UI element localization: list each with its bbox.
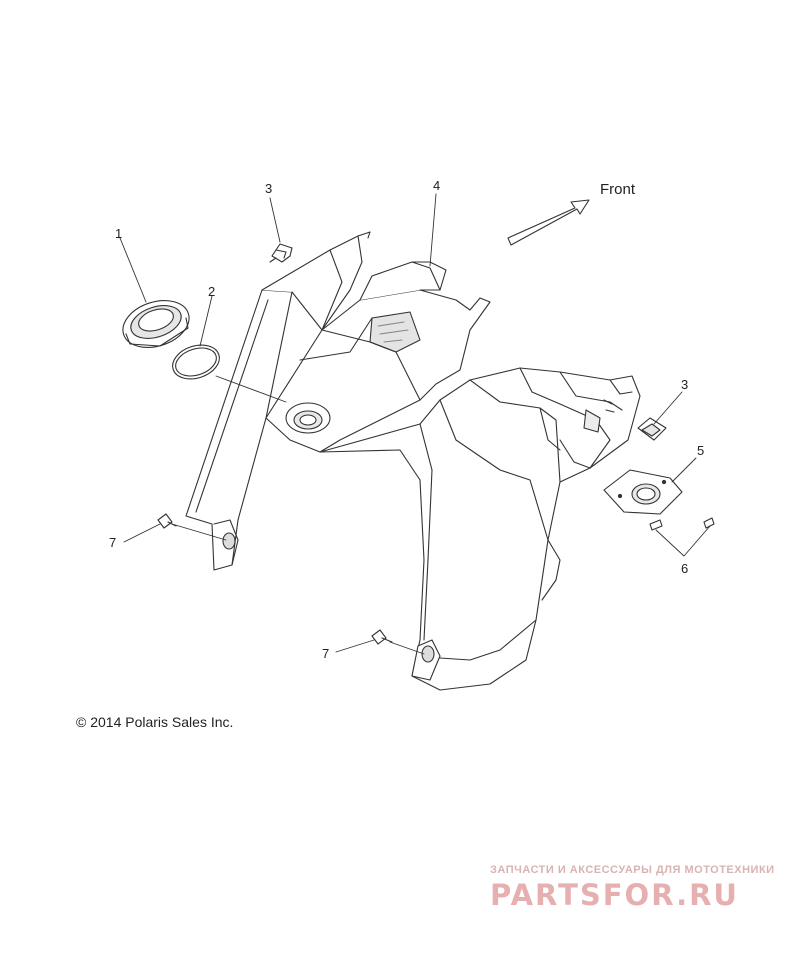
callout-7-lower: 7 [322, 646, 329, 661]
front-arrow [507, 199, 590, 246]
callout-1: 1 [115, 226, 122, 241]
part-5-gasket [603, 469, 683, 515]
part-3-clip-right [637, 417, 667, 441]
callout-3-right: 3 [681, 377, 688, 392]
callout-2: 2 [208, 284, 215, 299]
part-7-rivet-left [157, 513, 177, 529]
watermark-tagline: ЗАПЧАСТИ И АКСЕССУАРЫ ДЛЯ МОТОТЕХНИКИ [490, 864, 775, 876]
callout-5: 5 [697, 443, 704, 458]
hood-assembly [185, 231, 641, 691]
part-1-grommet [122, 300, 190, 348]
watermark-logo: PARTSFOR.RU [490, 878, 739, 912]
part-6-screws [649, 517, 715, 531]
part-7-rivet-lower [371, 629, 393, 645]
leader-lines [119, 193, 711, 655]
front-label: Front [600, 181, 636, 198]
callout-labels: 1 2 3 4 3 5 6 7 7 Front [109, 178, 704, 661]
callout-4: 4 [433, 178, 440, 193]
callout-6: 6 [681, 561, 688, 576]
part-2-o-ring [172, 344, 220, 380]
copyright-notice: © 2014 Polaris Sales Inc. [76, 714, 234, 730]
part-3-clip-upper [269, 243, 293, 263]
callout-7-left: 7 [109, 535, 116, 550]
callout-3-upper: 3 [265, 181, 272, 196]
